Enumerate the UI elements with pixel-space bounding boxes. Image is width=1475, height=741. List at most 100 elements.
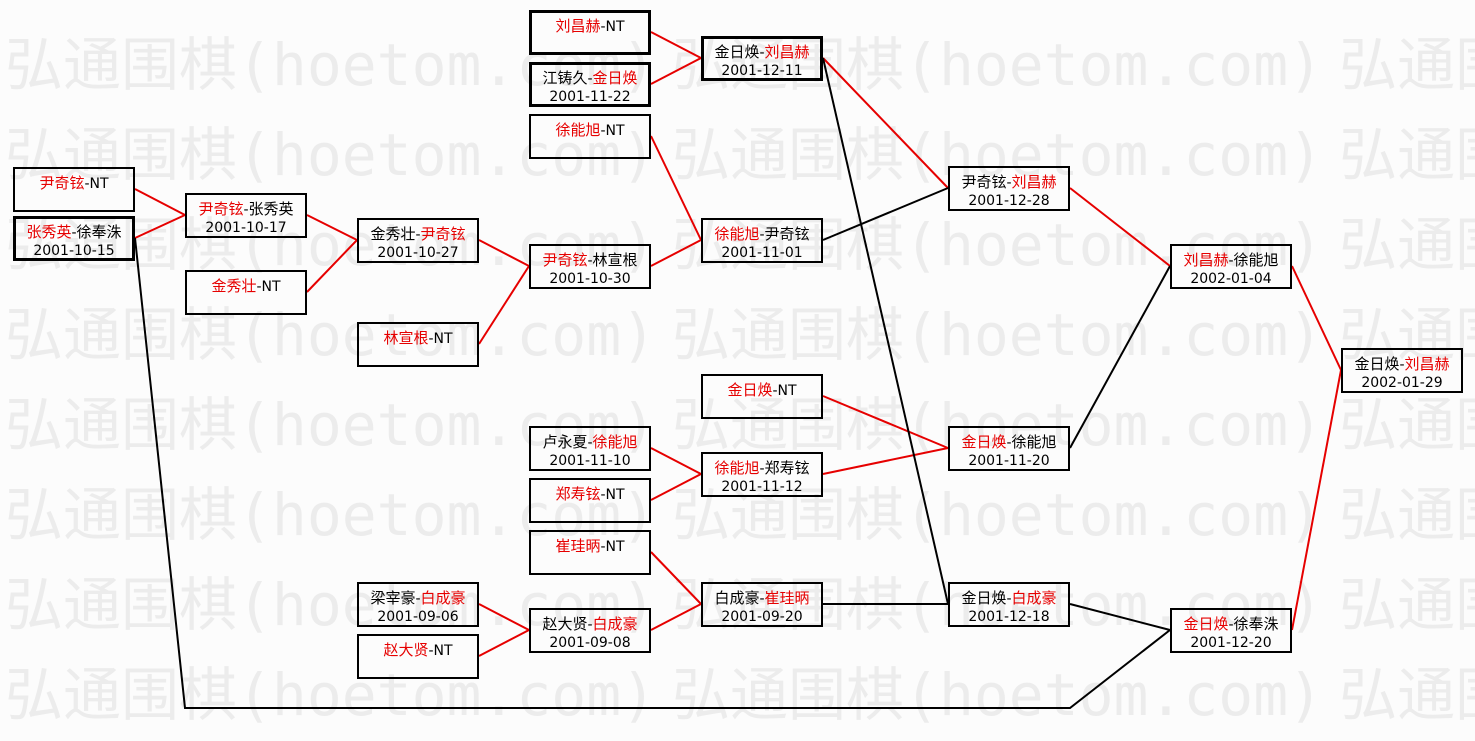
player-separator: - <box>587 435 593 451</box>
player1-name: 尹奇铉 <box>39 174 85 192</box>
connector-line <box>478 603 530 631</box>
player-separator: - <box>600 19 606 35</box>
connector-line <box>650 31 702 59</box>
match-box: 崔珪昞-NT <box>529 530 651 575</box>
match-box: 赵大贤-NT <box>357 634 479 679</box>
player1-name: 刘昌赫 <box>555 17 601 35</box>
player1-name: 金秀壮 <box>370 225 416 243</box>
player-separator: - <box>600 487 606 503</box>
player1-name: 金日焕 <box>1183 615 1229 633</box>
player2-name: 徐能旭 <box>592 433 638 451</box>
match-players: 尹奇铉-张秀英 <box>187 200 305 219</box>
player2-name: 金日焕 <box>592 69 638 87</box>
player-separator: - <box>587 71 593 87</box>
match-players: 赵大贤-NT <box>359 641 477 660</box>
connector-line <box>822 57 949 605</box>
player1-name: 张秀英 <box>26 223 72 241</box>
player1-name: 徐能旭 <box>714 459 760 477</box>
connector-line <box>306 239 358 293</box>
match-players: 金秀壮-尹奇铉 <box>359 225 477 244</box>
player1-name: 刘昌赫 <box>1183 251 1229 269</box>
player2-name: 刘昌赫 <box>764 43 810 61</box>
player1-name: 金秀壮 <box>211 277 257 295</box>
player1-name: 郑寿铉 <box>555 485 601 503</box>
connector-line <box>822 57 949 189</box>
player-separator: - <box>256 279 262 295</box>
player1-name: 徐能旭 <box>714 225 760 243</box>
match-date: 2001-09-20 <box>721 609 803 625</box>
player2-name: 张秀英 <box>248 200 294 218</box>
player-separator: - <box>415 227 421 243</box>
player2-name: 徐能旭 <box>1011 433 1057 451</box>
player2-name: 尹奇铉 <box>764 225 810 243</box>
match-date: 2002-01-04 <box>1190 271 1272 287</box>
match-date: 2001-12-11 <box>721 63 803 79</box>
connector-line <box>134 188 186 216</box>
connector-line <box>478 629 530 657</box>
match-players: 徐能旭-NT <box>531 121 649 140</box>
match-players: 徐能旭-郑寿铉 <box>703 459 821 478</box>
player-separator: - <box>759 227 765 243</box>
player-separator: - <box>1006 175 1012 191</box>
match-players: 金日焕-NT <box>703 381 821 400</box>
match-box: 尹奇铉-NT <box>13 167 135 212</box>
player2-name: 白成豪 <box>420 589 466 607</box>
match-players: 卢永夏-徐能旭 <box>531 433 649 452</box>
match-players: 刘昌赫-NT <box>532 17 648 36</box>
player-separator: - <box>759 45 765 61</box>
player1-name: 赵大贤 <box>542 615 588 633</box>
player1-name: 徐能旭 <box>555 121 601 139</box>
match-date: 2001-11-10 <box>549 453 631 469</box>
player-separator: - <box>587 253 593 269</box>
match-players: 金日焕-白成豪 <box>950 589 1068 608</box>
player-separator: - <box>243 202 249 218</box>
player2-name: 崔珪昞 <box>764 589 810 607</box>
match-date: 2001-12-18 <box>968 609 1050 625</box>
match-players: 尹奇铉-NT <box>15 174 133 193</box>
player1-name: 金日焕 <box>727 381 773 399</box>
connector-line <box>650 135 702 241</box>
connector-line <box>478 239 530 267</box>
match-date: 2001-11-01 <box>721 245 803 261</box>
player1-name: 尹奇铉 <box>961 173 1007 191</box>
player2-name: NT <box>605 539 625 555</box>
connector-line <box>650 239 702 267</box>
player-separator: - <box>71 225 77 241</box>
connector-line <box>478 265 530 345</box>
match-date: 2001-12-20 <box>1190 635 1272 651</box>
match-date: 2001-10-27 <box>377 245 459 261</box>
match-date: 2001-10-15 <box>33 243 115 259</box>
match-box: 徐能旭-NT <box>529 114 651 159</box>
player1-name: 江铸久 <box>542 69 588 87</box>
match-date: 2001-10-30 <box>549 271 631 287</box>
player2-name: 白成豪 <box>592 615 638 633</box>
player-separator: - <box>1228 617 1234 633</box>
connector-line <box>134 214 186 239</box>
player-separator: - <box>1228 253 1234 269</box>
match-players: 尹奇铉-林宣根 <box>531 251 649 270</box>
match-date: 2002-01-29 <box>1361 375 1443 391</box>
connector-line <box>650 57 702 85</box>
connector-line <box>1291 265 1342 371</box>
connector-line <box>650 447 702 475</box>
match-players: 白成豪-崔珪昞 <box>703 589 821 608</box>
player2-name: NT <box>433 331 453 347</box>
player-separator: - <box>1399 357 1405 373</box>
match-date: 2001-09-06 <box>377 609 459 625</box>
player2-name: NT <box>605 19 625 35</box>
match-players: 尹奇铉-刘昌赫 <box>950 173 1068 192</box>
player-separator: - <box>600 123 606 139</box>
player2-name: 郑寿铉 <box>764 459 810 477</box>
connector-line <box>306 214 358 241</box>
match-players: 金日焕-刘昌赫 <box>1343 355 1461 374</box>
player2-name: NT <box>777 383 797 399</box>
player-separator: - <box>600 539 606 555</box>
